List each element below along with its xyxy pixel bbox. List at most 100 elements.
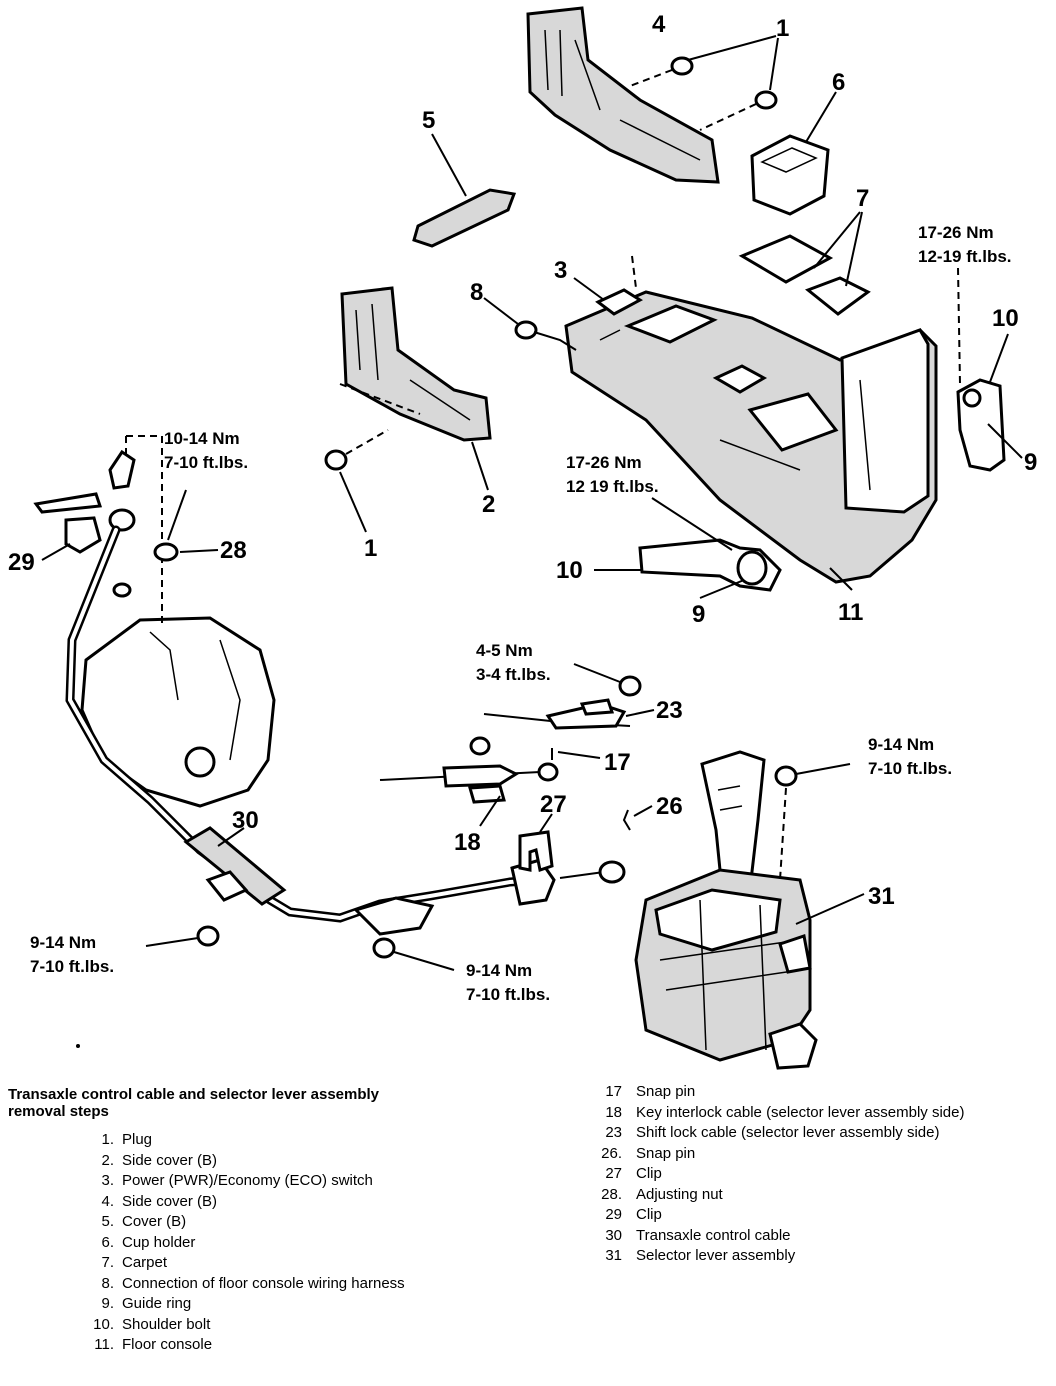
torque-nut-nm: 10-14 Nm xyxy=(164,429,240,448)
legend-item-number: 11. xyxy=(94,1336,114,1353)
legend-item-number: 30 xyxy=(605,1226,622,1244)
legend-item: 17 Snap pin xyxy=(592,1082,1032,1103)
legend-item-text: Connection of floor console wiring harne… xyxy=(122,1274,405,1292)
floor-console xyxy=(564,290,938,591)
legend-item-text: Selector lever assembly xyxy=(636,1247,796,1264)
legend-item: 10. Shoulder bolt xyxy=(80,1315,480,1336)
legend-item-text: Snap pin xyxy=(636,1144,696,1162)
legend-item-number: 2. xyxy=(101,1151,114,1169)
removal-steps-legend: Transaxle control cable and selector lev… xyxy=(0,1080,1056,1386)
torque-shift-nm: 4-5 Nm xyxy=(476,641,533,660)
plugs-top xyxy=(629,35,779,131)
pwr-eco-switch xyxy=(573,255,643,316)
callout-28: 28 xyxy=(220,537,247,564)
callout-26: 26 xyxy=(656,793,683,820)
torque-lever-nm: 9-14 Nm xyxy=(868,735,934,754)
legend-item-text: Plug xyxy=(122,1131,153,1148)
callout-7: 7 xyxy=(856,185,869,212)
legend-item-number: 10. xyxy=(93,1315,114,1333)
callout-8: 8 xyxy=(470,279,483,306)
key-interlock-cable xyxy=(379,736,601,827)
legend-item-text: Adjusting nut xyxy=(636,1185,723,1203)
callout-10-right: 10 xyxy=(992,305,1019,332)
legend-item-text: Clip xyxy=(636,1165,662,1182)
legend-item: 26. Snap pin xyxy=(592,1144,1032,1165)
torque-lever-ft: 7-10 ft.lbs. xyxy=(868,759,952,778)
legend-item: 27 Clip xyxy=(592,1164,1032,1185)
callout-11: 11 xyxy=(838,599,863,626)
legend-item-text: Carpet xyxy=(122,1254,168,1271)
legend-item-text: Key interlock cable (selector lever asse… xyxy=(636,1103,965,1121)
legend-item: 3.Power (PWR)/Economy (ECO) switch xyxy=(80,1171,480,1192)
legend-item-number: 29 xyxy=(605,1206,622,1223)
legend-item-text: Side cover (B) xyxy=(122,1192,218,1210)
transaxle-housing xyxy=(80,435,276,808)
legend-item-text: Shift lock cable (selector lever assembl… xyxy=(636,1124,940,1141)
wiring-harness-connector xyxy=(483,297,577,351)
legend-item-number: 1. xyxy=(101,1131,114,1148)
legend-item-text: Transaxle control cable xyxy=(636,1226,791,1244)
shoulder-bolt-middle xyxy=(594,497,782,599)
torque-right-nm: 17-26 Nm xyxy=(918,223,994,242)
mount-bolts-bottom xyxy=(145,925,455,971)
torque-bottom-mid-ft: 7-10 ft.lbs. xyxy=(466,985,550,1004)
callout-1-left: 1 xyxy=(364,535,377,562)
torque-bottom-left-nm: 9-14 Nm xyxy=(30,933,96,952)
legend-item-number: 4. xyxy=(101,1192,114,1210)
side-cover-b-top xyxy=(526,6,720,184)
callout-31: 31 xyxy=(868,883,895,910)
torque-bottom-mid-nm: 9-14 Nm xyxy=(466,961,532,980)
clip-27 xyxy=(518,813,554,872)
stray-dot xyxy=(76,1044,80,1048)
callout-9-right: 9 xyxy=(1024,449,1037,476)
callout-18: 18 xyxy=(454,829,481,856)
legend-item-number: 27 xyxy=(605,1165,622,1182)
cup-holder xyxy=(750,91,837,216)
legend-item: 4. Side cover (B) xyxy=(80,1192,480,1213)
legend-item-number: 26. xyxy=(601,1144,622,1162)
legend-item-text: Shoulder bolt xyxy=(122,1315,211,1333)
cable-end-parts-left xyxy=(33,449,219,598)
legend-item-number: 8. xyxy=(101,1274,114,1292)
callout-30: 30 xyxy=(232,807,259,834)
callout-2: 2 xyxy=(482,491,495,518)
callout-5: 5 xyxy=(422,107,435,134)
legend-item: 28. Adjusting nut xyxy=(592,1185,1032,1206)
callout-29: 29 xyxy=(8,549,35,576)
legend-item: 6.Cup holder xyxy=(80,1233,480,1254)
legend-item-number: 9. xyxy=(101,1295,114,1312)
legend-item-number: 28. xyxy=(601,1185,622,1203)
legend-item-number: 17 xyxy=(605,1083,622,1100)
legend-item-text: Snap pin xyxy=(636,1083,696,1100)
legend-item: 2.Side cover (B) xyxy=(80,1151,480,1172)
shift-lock-cable xyxy=(483,663,655,730)
legend-item-text: Clip xyxy=(636,1206,662,1223)
callout-3: 3 xyxy=(554,257,567,284)
legend-item: 7. Carpet xyxy=(80,1253,480,1274)
side-cover-b-left xyxy=(339,286,492,491)
legend-item: 9.Guide ring xyxy=(80,1294,480,1315)
legend-item-number: 7. xyxy=(101,1254,114,1271)
legend-item-text: Cup holder xyxy=(122,1233,196,1251)
legend-item-number: 31 xyxy=(605,1247,622,1264)
legend-item: 23 Shift lock cable (selector lever assem… xyxy=(592,1123,1032,1144)
legend-item: 8. Connection of floor console wiring har… xyxy=(80,1274,480,1295)
carpet-pieces xyxy=(738,211,871,316)
snap-pin-26 xyxy=(622,805,653,831)
legend-item-number: 23 xyxy=(605,1124,622,1141)
shoulder-bolt-right xyxy=(956,267,1023,472)
legend-title: Transaxle control cable and selector lev… xyxy=(8,1086,380,1120)
torque-mid-ft: 12 19 ft.lbs. xyxy=(566,477,659,496)
torque-right-ft: 12-19 ft.lbs. xyxy=(918,247,1012,266)
legend-item-number: 3. xyxy=(101,1172,114,1189)
legend-item: 31 Selector lever assembly xyxy=(592,1246,1032,1267)
plug-left xyxy=(324,429,389,533)
torque-shift-ft: 3-4 ft.lbs. xyxy=(476,665,551,684)
legend-item: 11.Floor console xyxy=(80,1335,480,1356)
selector-lever-assembly xyxy=(634,750,865,1070)
legend-item: 1. Plug xyxy=(80,1130,480,1151)
